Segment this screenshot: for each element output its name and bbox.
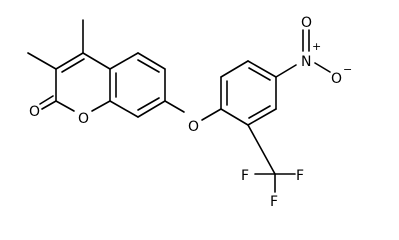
bond-c8-c8a [109, 100, 139, 118]
bond-c2-o1 [55, 100, 75, 112]
bond-o1-c8a [91, 100, 111, 112]
bond-c3-methyl [27, 52, 57, 70]
bond-c3-c4-double [61, 58, 85, 73]
atom-o-nitro-top: O [301, 15, 312, 31]
bond-c5-c6 [137, 52, 166, 70]
atom-o-nitro-right-charge: − [343, 63, 352, 76]
atom-o-carbonyl: O [29, 104, 40, 120]
bond-c7-c8 [137, 100, 166, 118]
bond-n-o-right [314, 62, 331, 73]
bond-c4-c4a [82, 52, 111, 70]
atom-f-left: F [241, 168, 249, 184]
bond-c2-carbonyl-a [41, 100, 57, 110]
bond-c4a-c5 [109, 52, 139, 70]
atom-o-ether: O [188, 119, 199, 135]
bond-c4p-n [275, 64, 297, 78]
bond-c2-carbonyl-b [39, 95, 54, 105]
bond-c2p-c3p-double [248, 105, 271, 119]
atom-f-bottom: F [270, 194, 278, 210]
atom-layer: O O O N + O O − F F F [29, 15, 352, 210]
bond-c4p-c5p-double [248, 67, 271, 81]
bond-o-ether-c1prime [201, 108, 222, 121]
bond-c7-c8-double [137, 97, 160, 111]
atom-f-right: F [296, 168, 304, 184]
atom-n-nitro: N [301, 54, 311, 70]
atom-o-ring: O [78, 111, 89, 127]
bond-c5p-c6p [220, 60, 249, 78]
atom-o-nitro-right: O [331, 71, 342, 87]
bond-c1p-c2p [220, 108, 249, 126]
bond-c2p-cf3 [247, 124, 276, 175]
bond-c5-c6-double [137, 59, 160, 73]
atom-n-charge: + [312, 40, 321, 53]
bond-layer [27, 19, 331, 193]
bond-c4p-c5p [247, 60, 277, 78]
bond-c2p-c3p [247, 108, 277, 126]
bond-c7-o-ether [164, 100, 185, 113]
bond-c3-c4 [55, 52, 84, 70]
molecule-diagram: O O O N + O O − F F F [27, 15, 352, 210]
